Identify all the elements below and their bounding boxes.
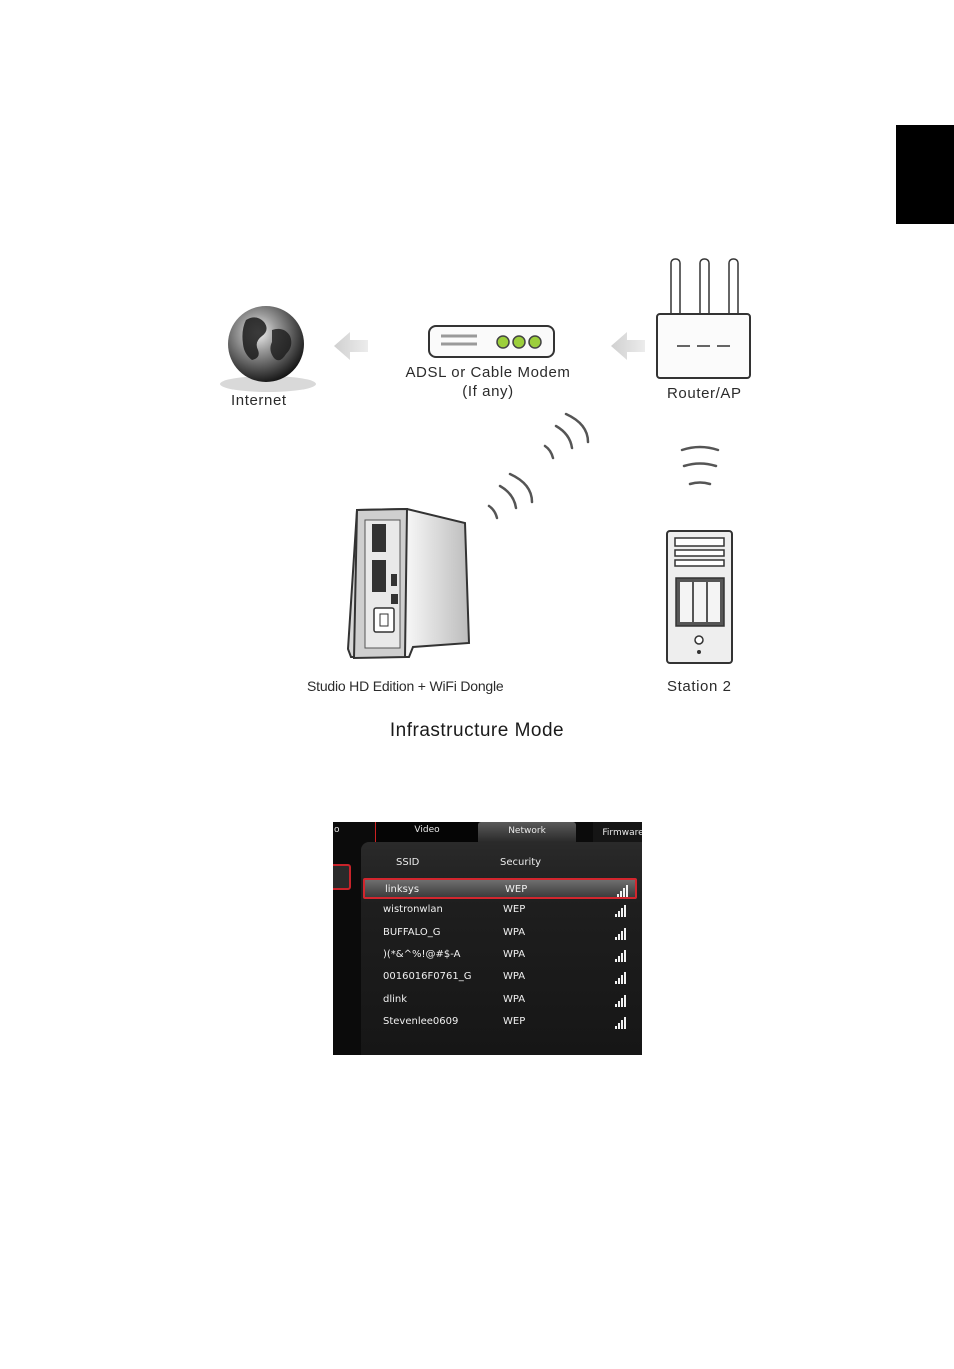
globe-icon xyxy=(220,306,316,392)
tab-network[interactable]: Network xyxy=(478,822,576,842)
signal-strength-icon xyxy=(615,970,629,985)
network-security: WPA xyxy=(503,948,526,960)
network-list-panel xyxy=(361,842,642,1055)
signal-strength-icon xyxy=(615,993,629,1007)
signal-strength-icon xyxy=(615,903,629,918)
diagram-caption: Infrastructure Mode xyxy=(389,720,565,741)
modem-label: ADSL or Cable Modem xyxy=(405,364,571,381)
arrow-left-icon xyxy=(611,332,645,360)
network-ssid: )(*&^%!@#$-A xyxy=(383,948,461,960)
tab-bar: o Video Network Firmware xyxy=(333,822,642,842)
wifi-waves-icon xyxy=(543,412,590,460)
modem-icon xyxy=(428,325,555,358)
arrow-left-icon xyxy=(334,332,368,360)
list-item[interactable]: Stevenlee0609 WEP xyxy=(363,1012,637,1033)
network-security: WPA xyxy=(503,926,526,938)
column-header-ssid: SSID xyxy=(396,857,420,868)
network-list-screenshot: o Video Network Firmware SSID Security l… xyxy=(333,822,642,1055)
list-item[interactable]: wistronwlan WEP xyxy=(363,900,637,921)
sidebar-selected-item[interactable] xyxy=(333,864,351,890)
section-tab-marker xyxy=(896,125,954,224)
modem-label-note: (If any) xyxy=(462,383,514,400)
network-ssid: Stevenlee0609 xyxy=(383,1015,459,1027)
network-security: WEP xyxy=(505,884,528,895)
list-item[interactable]: 0016016F0761_G WPA xyxy=(363,967,637,988)
station-pc-icon xyxy=(666,530,733,664)
internet-label: Internet xyxy=(231,392,287,409)
signal-strength-icon xyxy=(617,883,631,897)
list-item[interactable]: BUFFALO_G WPA xyxy=(363,923,637,944)
signal-strength-icon xyxy=(615,926,629,940)
network-ssid: 0016016F0761_G xyxy=(383,971,472,983)
network-security: WPA xyxy=(503,993,526,1005)
network-security: WEP xyxy=(503,1015,526,1027)
router-label: Router/AP xyxy=(667,385,742,402)
network-ssid: dlink xyxy=(383,993,408,1005)
studio-device-label: Studio HD Edition + WiFi Dongle xyxy=(307,678,504,694)
router-icon xyxy=(656,258,751,379)
tab-video[interactable]: Video xyxy=(375,822,478,842)
tab-firmware[interactable]: Firmware xyxy=(593,822,642,842)
tab-partial[interactable]: o xyxy=(334,825,340,835)
list-item[interactable]: )(*&^%!@#$-A WPA xyxy=(363,945,637,966)
network-ssid: linksys xyxy=(385,884,420,895)
network-security: WEP xyxy=(503,904,526,916)
wifi-waves-icon xyxy=(487,472,534,520)
column-header-security: Security xyxy=(500,857,542,868)
network-ssid: wistronwlan xyxy=(383,904,443,916)
network-security: WPA xyxy=(503,971,526,983)
infrastructure-diagram xyxy=(220,258,751,664)
signal-strength-icon xyxy=(615,948,629,962)
network-ssid: BUFFALO_G xyxy=(383,926,441,938)
studio-hd-device-icon xyxy=(346,507,471,660)
station-label: Station 2 xyxy=(667,678,732,695)
list-item[interactable]: dlink WPA xyxy=(363,990,637,1011)
signal-strength-icon xyxy=(615,1015,629,1029)
wifi-waves-icon xyxy=(680,445,720,486)
list-item[interactable]: linksys WEP xyxy=(363,878,637,899)
